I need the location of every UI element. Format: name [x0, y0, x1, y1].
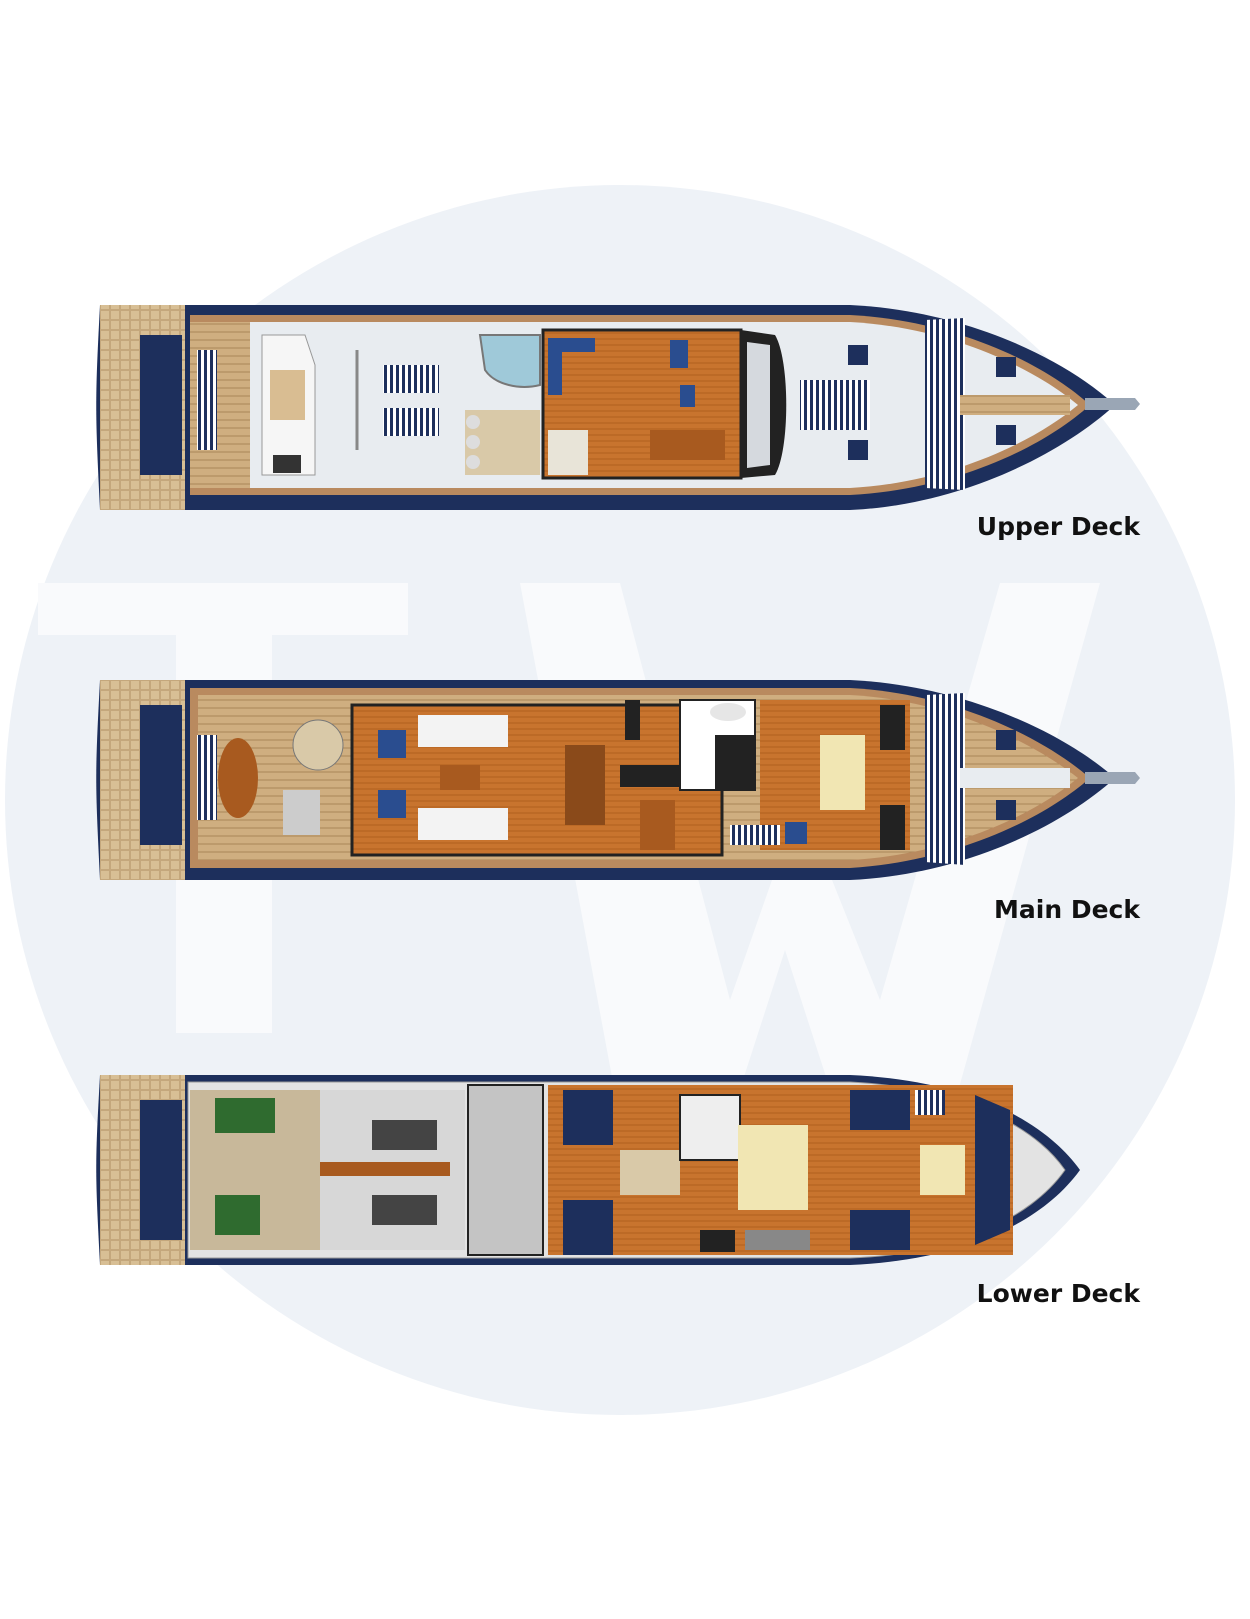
upper-deck-label: Upper Deck	[977, 512, 1142, 541]
upper-deck-plan-icon	[96, 305, 1140, 510]
main-deck-plan-icon	[96, 680, 1140, 880]
lower-deck-plan-icon	[96, 1075, 1080, 1265]
main-deck-label: Main Deck	[994, 895, 1141, 924]
lower-deck-label: Lower Deck	[977, 1279, 1142, 1308]
